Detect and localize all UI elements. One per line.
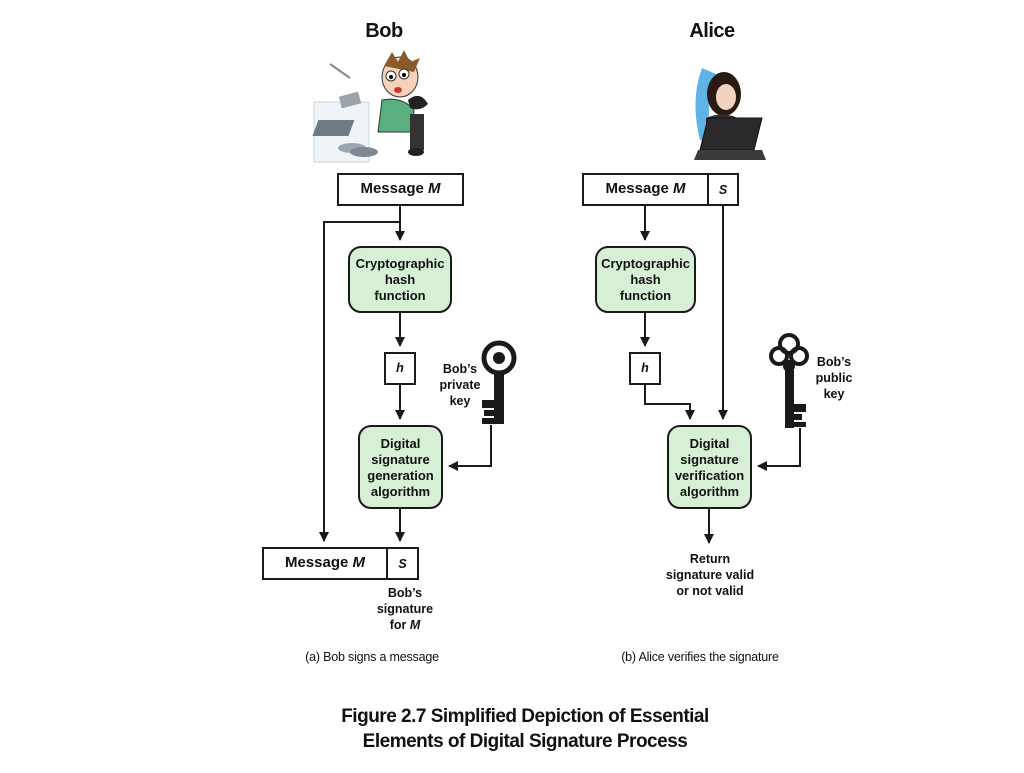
alice-message-var: M — [673, 180, 686, 197]
alice-public-key-label: Bob’s public key — [815, 355, 853, 401]
alice-hash-label: Cryptographic hash function — [601, 256, 690, 303]
bob-output-s-text: S — [398, 557, 407, 571]
arrow-message-bypass — [319, 221, 400, 542]
bob-signature-text: Bob’s signature for — [376, 586, 434, 632]
private-key-icon — [481, 340, 517, 424]
bob-signature-label: Bob’s signature for M — [365, 585, 445, 633]
bob-message-label: Message M — [338, 180, 463, 197]
caption-b: (b) Alice verifies the signature — [621, 650, 779, 664]
bob-message-var: M — [428, 180, 441, 197]
bob-h-label: h — [385, 360, 415, 376]
bob-h-box — [384, 352, 416, 385]
alice-name: Alice — [689, 20, 735, 42]
bob-h-text: h — [396, 361, 404, 375]
bob-output-message-text: Message — [284, 554, 353, 571]
alice-illustration — [694, 68, 766, 160]
bob-panel — [262, 173, 517, 580]
bob-private-key-label: Bob’s private key — [439, 362, 481, 408]
public-key-icon — [769, 333, 809, 428]
figure-title: Figure 2.7 Simplified Depiction of Essen… — [341, 706, 709, 752]
alice-panel — [582, 173, 809, 544]
bob-output-message-box — [262, 547, 419, 580]
alice-message-label: Message M — [583, 180, 708, 197]
alice-verification-label: Digital signature verification algorithm — [674, 436, 745, 499]
alice-s-text: S — [718, 183, 728, 197]
bob-output-s-label: S — [387, 556, 418, 572]
bob-hash-label: Cryptographic hash function — [355, 256, 445, 303]
alice-result-label: Return signature valid or not valid — [665, 552, 755, 598]
alice-h-text: h — [641, 361, 649, 375]
alice-message-box — [582, 173, 739, 206]
bob-output-message-label: Message M — [263, 554, 387, 571]
bob-output-message-var: M — [352, 554, 366, 571]
alice-message-text: Message — [605, 180, 674, 197]
arrow-alice-h-to-verification — [644, 384, 695, 420]
bob-signature-var: M — [409, 618, 421, 632]
arrow-public-key-to-verification — [757, 428, 801, 471]
bob-message-box — [337, 173, 464, 206]
alice-h-label: h — [630, 360, 660, 376]
bob-name: Bob — [365, 20, 403, 42]
bob-illustration — [312, 50, 428, 163]
bob-generation-label: Digital signature generation algorithm — [367, 436, 434, 499]
bob-message-text: Message — [360, 180, 429, 197]
caption-a: (a) Bob signs a message — [305, 650, 439, 664]
alice-s-label: S — [708, 182, 738, 198]
arrow-key-to-generation — [448, 425, 492, 471]
